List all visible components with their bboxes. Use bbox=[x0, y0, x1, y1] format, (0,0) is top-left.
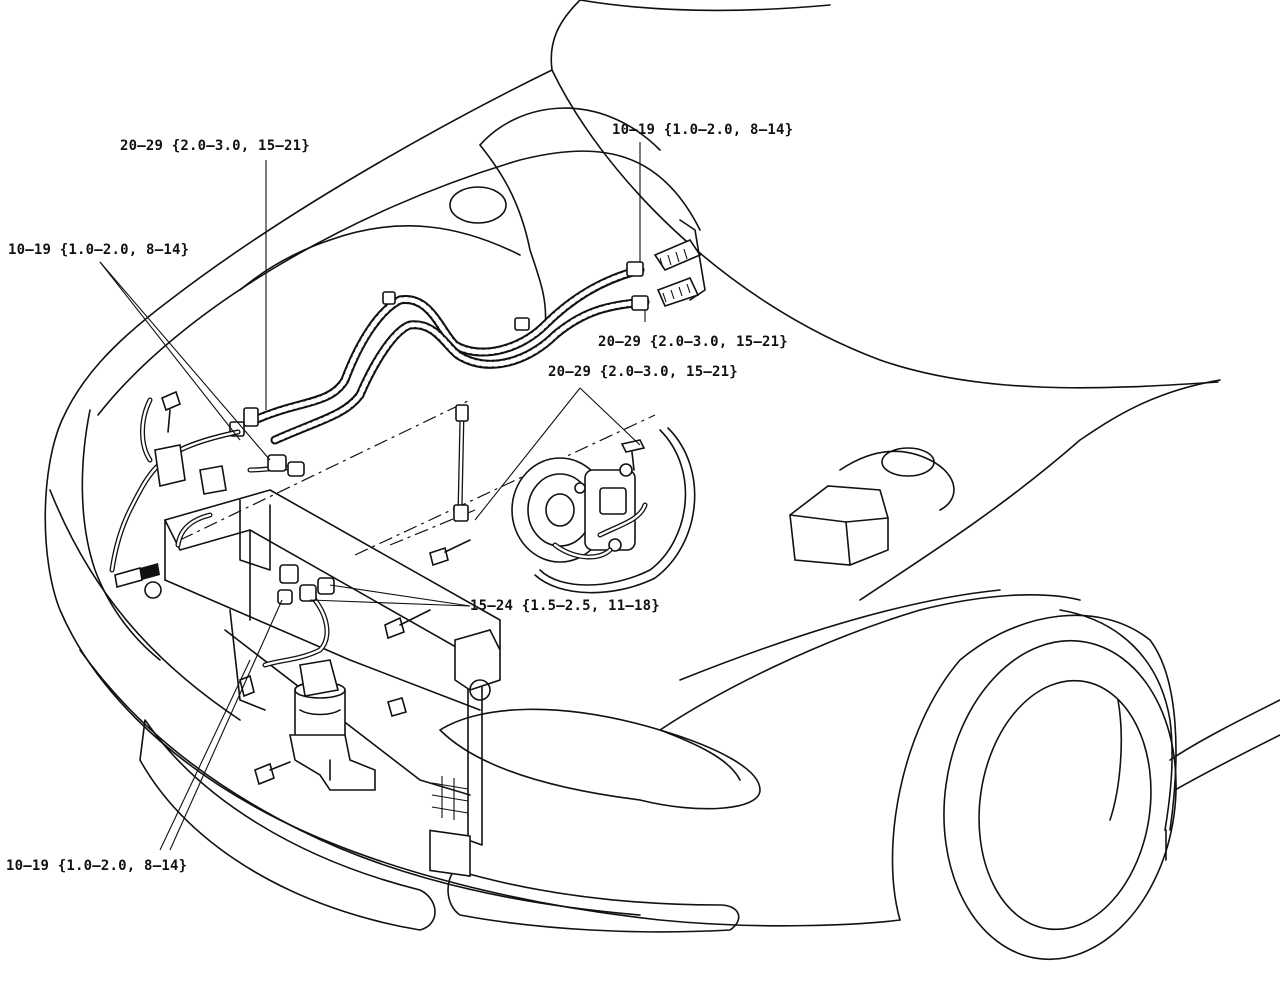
leader-lines bbox=[99, 142, 646, 851]
torque-label-mid-right-1: 20—29 {2.0—3.0, 15—21} bbox=[598, 334, 788, 350]
radiator-support bbox=[164, 399, 656, 877]
ac-hoses-upper bbox=[229, 219, 706, 445]
ac-pipes-left bbox=[109, 397, 335, 668]
discharge-hose bbox=[453, 404, 469, 522]
torque-label-mid-right-2: 20—29 {2.0—3.0, 15—21} bbox=[548, 364, 738, 380]
torque-label-upper-right: 10—19 {1.0—2.0, 8—14} bbox=[612, 122, 794, 138]
torque-label-left: 10—19 {1.0—2.0, 8—14} bbox=[8, 242, 190, 258]
receiver-drier bbox=[289, 659, 376, 791]
car-body bbox=[44, 0, 1280, 961]
compressor bbox=[511, 427, 696, 594]
torque-label-bottom-left: 10—19 {1.0—2.0, 8—14} bbox=[6, 858, 188, 874]
bolts bbox=[114, 390, 471, 786]
torque-label-center: 15—24 {1.5—2.5, 11—18} bbox=[470, 598, 660, 614]
torque-label-upper-left: 20—29 {2.0—3.0, 15—21} bbox=[120, 138, 310, 154]
